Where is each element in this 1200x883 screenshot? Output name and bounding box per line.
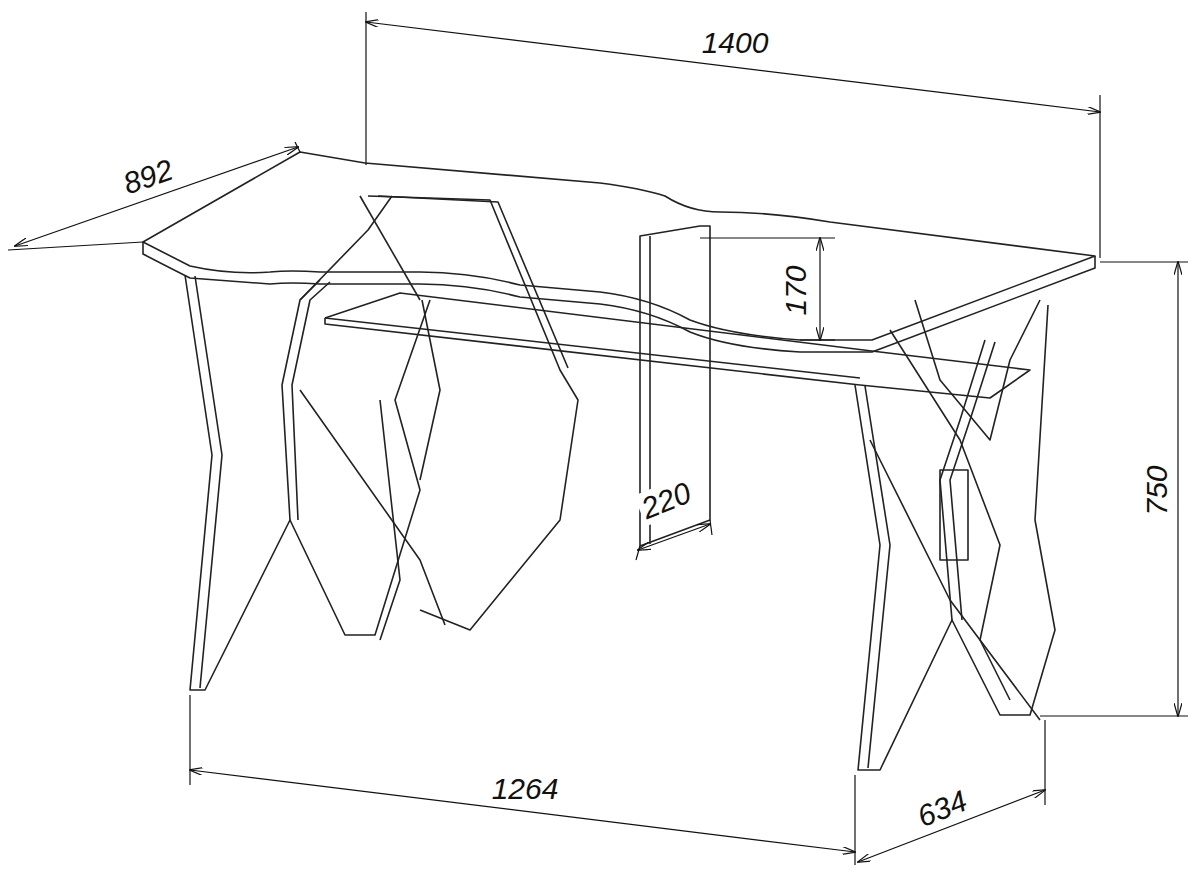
desk-outline [143, 152, 1095, 770]
overall-width-dimension: 1400 [699, 26, 772, 59]
leg-depth-dimension: 634 [910, 782, 974, 834]
dimension-lines [8, 12, 1188, 865]
overall-height-dimension: 750 [1140, 462, 1173, 518]
cutout-depth-dimension: 170 [779, 262, 812, 318]
leg-span-dimension: 1264 [489, 772, 562, 805]
support-width-dimension: 220 [634, 474, 698, 526]
overall-depth-dimension: 892 [116, 151, 180, 200]
